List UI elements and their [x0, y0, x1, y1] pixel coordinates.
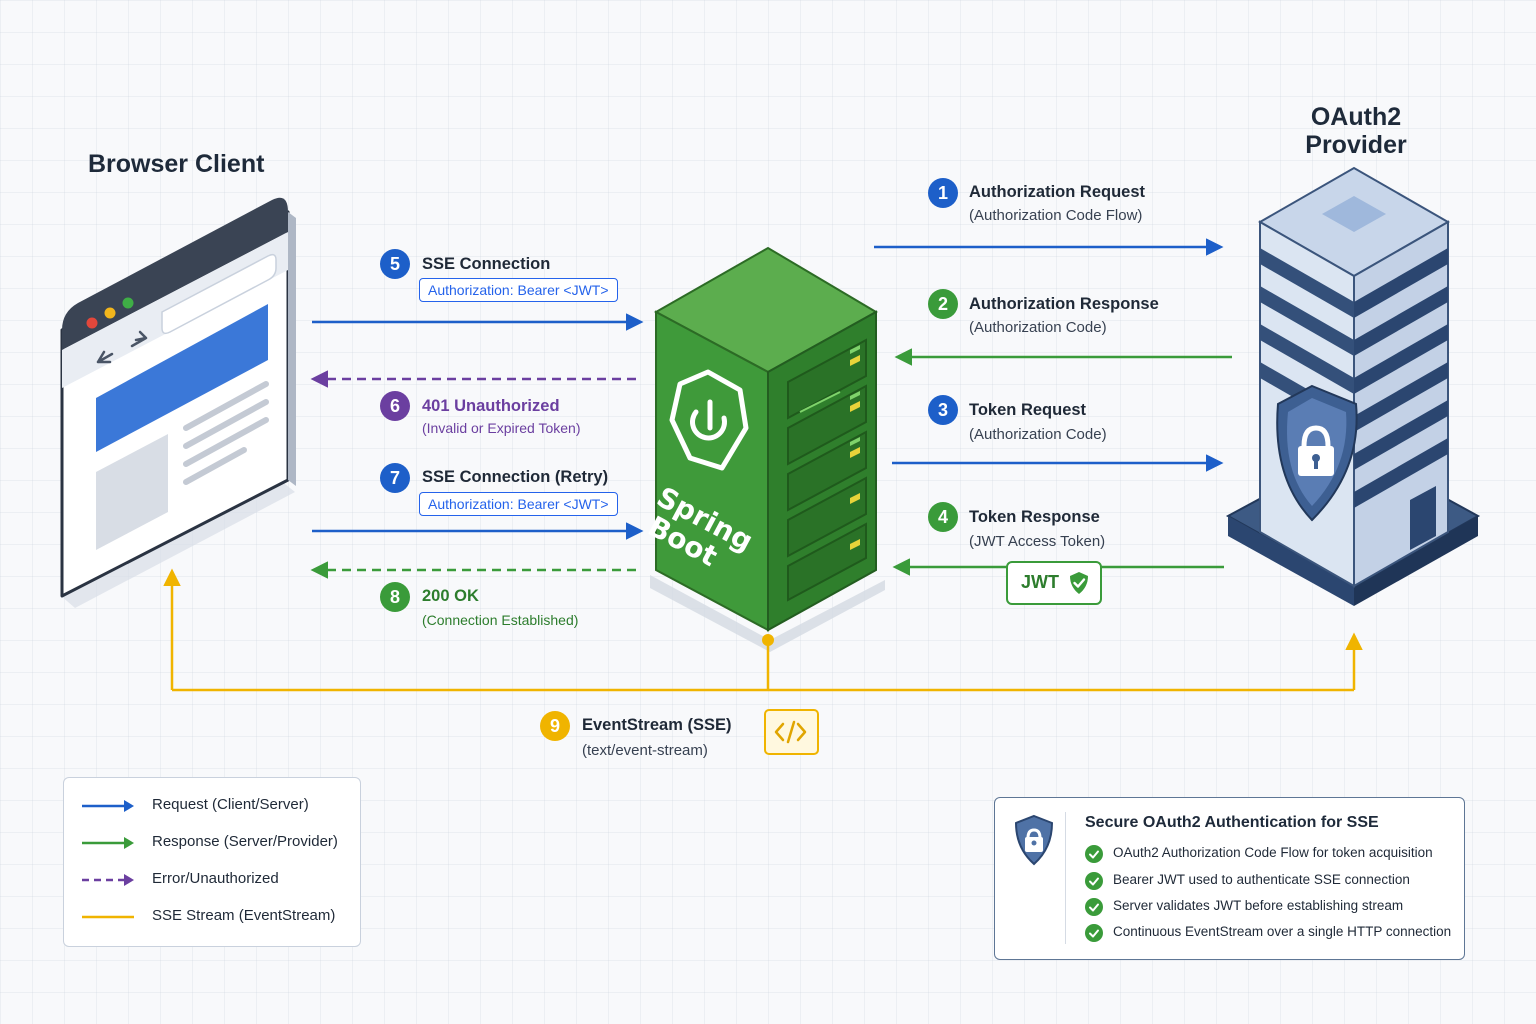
step-7-title: SSE Connection (Retry)	[422, 468, 609, 486]
step-6-subtitle: (Invalid or Expired Token)	[422, 420, 581, 436]
legend-response-arrow	[82, 837, 134, 849]
step-6-badge: 6	[380, 391, 410, 421]
provider-title-line-1: OAuth2	[1310, 103, 1402, 131]
step-8-title: 200 OK	[422, 587, 479, 605]
step-3-title: Token Request	[969, 401, 1087, 419]
step-5-title: SSE Connection	[422, 255, 551, 273]
step-4-title: Token Response	[969, 508, 1100, 526]
legend-item-request: Request (Client/Server)	[64, 794, 360, 818]
summary-item-1-text: OAuth2 Authorization Code Flow for token…	[1113, 845, 1433, 860]
summary-panel: Secure OAuth2 Authentication for SSE OAu…	[994, 797, 1465, 960]
step-2-title: Authorization Response	[969, 295, 1159, 313]
legend-label-error: Error/Unauthorized	[152, 870, 279, 887]
step-6-title: 401 Unauthorized	[422, 397, 560, 415]
sse-stream-line	[172, 640, 1354, 692]
step-3-subtitle: (Authorization Code)	[969, 426, 1107, 443]
step-1-title: Authorization Request	[969, 183, 1145, 201]
check-circle-icon	[1085, 898, 1103, 916]
code-icon	[764, 709, 819, 755]
summary-item-1: OAuth2 Authorization Code Flow for token…	[1083, 843, 1453, 865]
jwt-token-badge: JWT	[1006, 561, 1102, 605]
shield-lock-icon	[1014, 814, 1054, 866]
step-9-badge: 9	[540, 711, 570, 741]
legend-label-sse: SSE Stream (EventStream)	[152, 907, 336, 924]
step-8-badge: 8	[380, 582, 410, 612]
step-7-auth-header-pill: Authorization: Bearer <JWT>	[419, 492, 618, 516]
step-5-badge: 5	[380, 249, 410, 279]
check-circle-icon	[1085, 924, 1103, 942]
step-2-subtitle: (Authorization Code)	[969, 319, 1107, 336]
step-2-badge: 2	[928, 289, 958, 319]
step-4-subtitle: (JWT Access Token)	[969, 533, 1106, 550]
summary-divider	[1065, 812, 1066, 944]
legend-label-response: Response (Server/Provider)	[152, 833, 338, 850]
jwt-label: JWT	[1021, 572, 1059, 592]
oauth2-provider-tower-illustration	[1225, 166, 1481, 606]
summary-title: Secure OAuth2 Authentication for SSE	[1085, 814, 1379, 831]
provider-title: OAuth2 Provider	[1296, 103, 1416, 159]
legend-error-arrow	[82, 874, 134, 886]
step-3-badge: 3	[928, 395, 958, 425]
summary-item-2: Bearer JWT used to authenticate SSE conn…	[1083, 870, 1453, 892]
summary-item-3-text: Server validates JWT before establishing…	[1113, 898, 1404, 913]
summary-item-2-text: Bearer JWT used to authenticate SSE conn…	[1113, 872, 1410, 887]
summary-item-4-text: Continuous EventStream over a single HTT…	[1113, 924, 1452, 939]
summary-item-3: Server validates JWT before establishing…	[1083, 896, 1453, 918]
browser-client-title: Browser Client	[88, 150, 265, 178]
step-8-subtitle: (Connection Established)	[422, 612, 579, 628]
summary-item-4: Continuous EventStream over a single HTT…	[1083, 922, 1453, 944]
step-1-badge: 1	[928, 178, 958, 208]
legend-sse-line	[82, 915, 134, 919]
legend-panel: Request (Client/Server) Response (Server…	[63, 777, 361, 947]
legend-item-sse: SSE Stream (EventStream)	[64, 905, 360, 929]
step-9-title: EventStream (SSE)	[582, 716, 732, 734]
code-brackets-icon	[774, 720, 807, 744]
step-9-subtitle: (text/event-stream)	[582, 742, 708, 759]
step-5-auth-header-pill: Authorization: Bearer <JWT>	[419, 278, 618, 302]
step-7-badge: 7	[380, 463, 410, 493]
verified-shield-icon	[1070, 572, 1088, 594]
legend-label-request: Request (Client/Server)	[152, 796, 309, 813]
spring-boot-server-illustration	[650, 246, 885, 652]
browser-window-illustration	[60, 197, 296, 608]
check-circle-icon	[1085, 872, 1103, 890]
step-1-subtitle: (Authorization Code Flow)	[969, 207, 1143, 224]
provider-title-line-2: Provider	[1305, 131, 1407, 159]
check-circle-icon	[1085, 845, 1103, 863]
legend-item-response: Response (Server/Provider)	[64, 831, 360, 855]
legend-request-arrow	[82, 800, 134, 812]
step-4-badge: 4	[928, 502, 958, 532]
legend-item-error: Error/Unauthorized	[64, 868, 360, 892]
